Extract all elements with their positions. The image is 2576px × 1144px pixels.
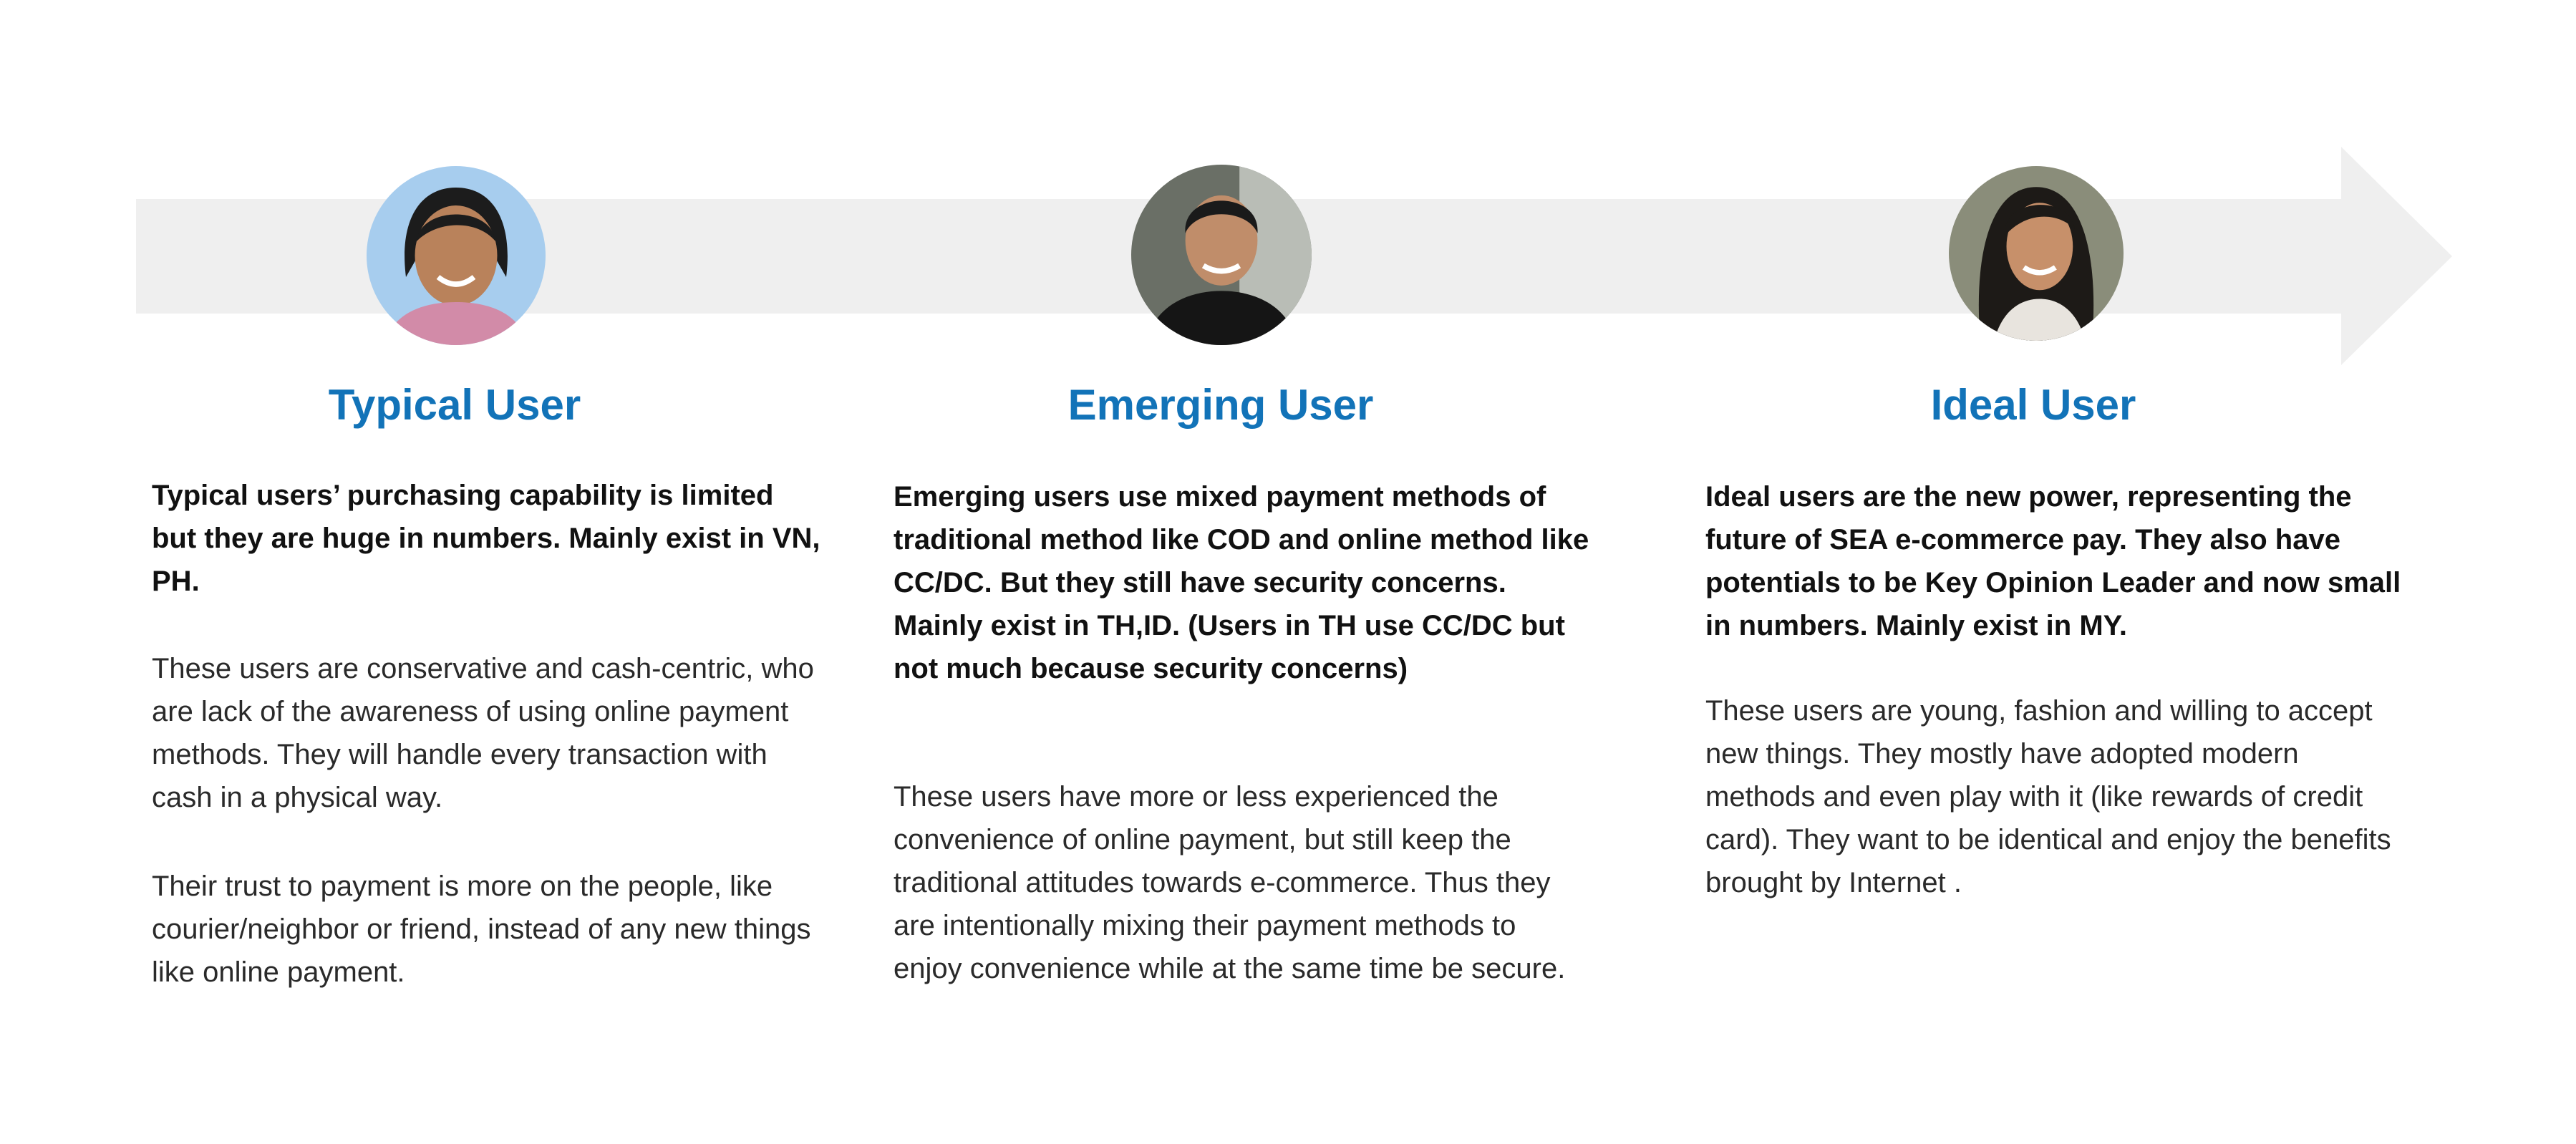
typical-user-trust-note: Their trust to payment is more on the pe… <box>152 871 811 988</box>
emerging-user-photo <box>1131 165 1312 345</box>
ideal-user-photo <box>1949 166 2124 341</box>
typical-user-title: Typical User <box>328 381 581 429</box>
arrow-head <box>2341 147 2452 365</box>
man-portrait-icon <box>1131 165 1312 345</box>
typical-user-summary: Typical users’ purchasing capability is … <box>152 480 820 597</box>
emerging-user-title: Emerging User <box>1067 381 1374 429</box>
emerging-user-description: These users have more or less experience… <box>894 781 1566 984</box>
woman-portrait-icon <box>367 166 546 345</box>
ideal-user-title: Ideal User <box>1930 381 2136 429</box>
woman-portrait-icon <box>1949 166 2124 341</box>
ideal-user-description: These users are young, fashion and willi… <box>1705 695 2391 898</box>
typical-user-description: These users are conservative and cash-ce… <box>152 653 814 813</box>
emerging-user-summary: Emerging users use mixed payment methods… <box>894 481 1589 684</box>
typical-user-photo <box>367 166 546 345</box>
ideal-user-summary: Ideal users are the new power, represent… <box>1705 481 2401 641</box>
